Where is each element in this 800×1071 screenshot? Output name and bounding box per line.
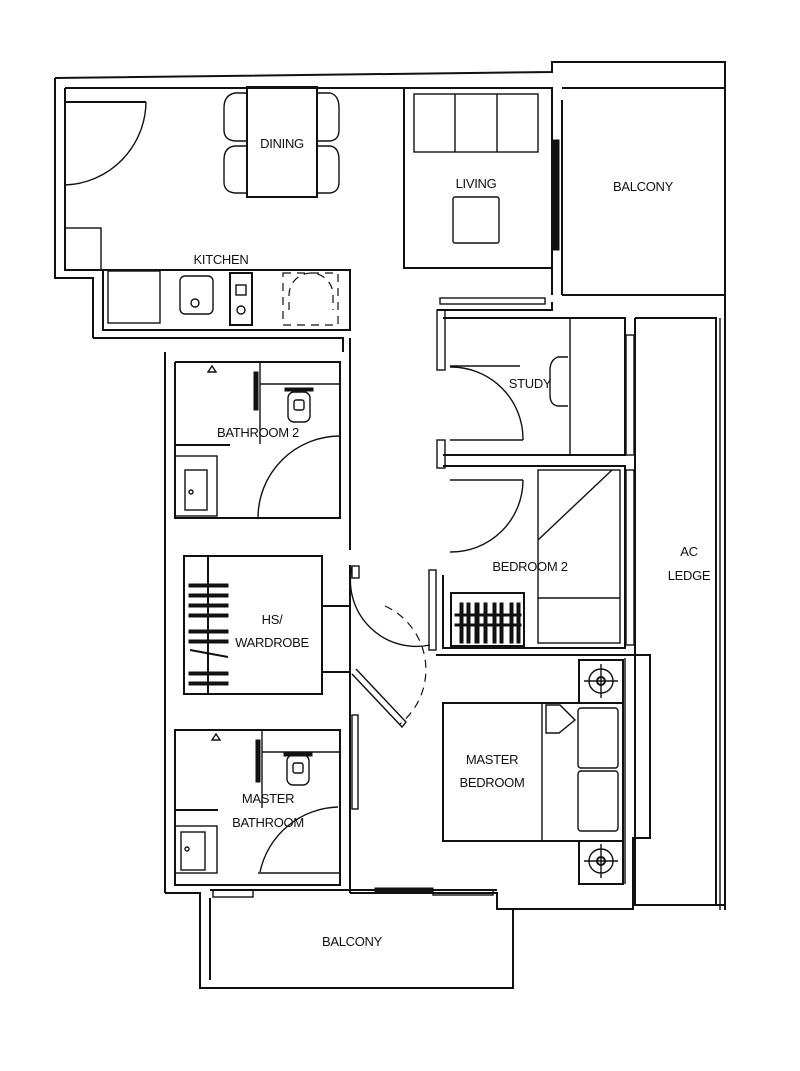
dining-table [223, 86, 340, 198]
bedroom-2-label: BEDROOM 2 [492, 559, 567, 574]
bathroom-2-label: BATHROOM 2 [217, 425, 299, 440]
master-bedroom-label-2: BEDROOM [459, 775, 524, 790]
living-label: LIVING [456, 176, 497, 191]
kitchen-counter [93, 269, 351, 352]
kitchen-label: KITCHEN [194, 252, 249, 267]
outer-walls [54, 61, 726, 338]
balcony-bottom [165, 887, 725, 989]
study-room [436, 302, 635, 469]
balcony-top-label: BALCONY [613, 179, 674, 194]
hs-wardrobe-label-2: WARDROBE [235, 635, 309, 650]
bedroom-doors [349, 565, 431, 729]
master-bedroom [436, 654, 651, 905]
bathroom-2 [164, 338, 351, 893]
hs-wardrobe [183, 555, 351, 893]
master-bedroom-label-1: MASTER [466, 752, 518, 767]
balcony-bottom-label: BALCONY [322, 934, 383, 949]
ac-ledge-label-1: AC [680, 544, 697, 559]
master-bathroom-label-1: MASTER [242, 791, 294, 806]
dining-label: DINING [260, 136, 304, 151]
study-label: STUDY [509, 376, 552, 391]
living-sofa [403, 87, 563, 305]
ac-ledge-label-2: LEDGE [668, 568, 711, 583]
ac-ledge [634, 317, 721, 910]
hs-wardrobe-label-1: HS/ [262, 612, 283, 627]
master-bathroom [174, 714, 359, 886]
master-bathroom-label-2: BATHROOM [232, 815, 304, 830]
bedroom-2 [428, 465, 635, 651]
balcony-top [562, 62, 726, 910]
